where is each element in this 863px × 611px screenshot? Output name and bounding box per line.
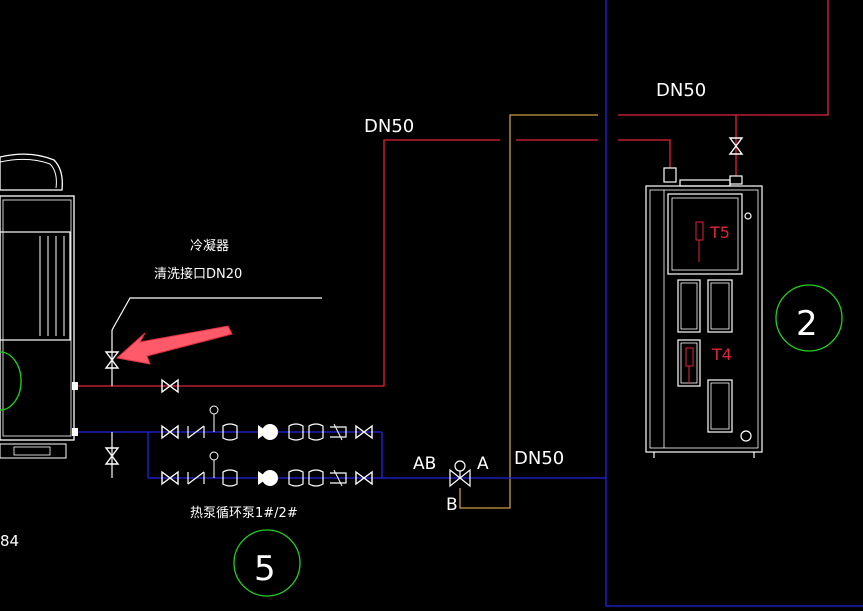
label-circle-2: 2 (796, 304, 818, 344)
three-way-valve (449, 460, 471, 488)
sensor-t5-mark (695, 221, 704, 262)
callout-circle-2 (775, 284, 843, 352)
hot-supply-pipe (78, 0, 829, 387)
label-port-a: A (477, 454, 489, 474)
water-tank (645, 167, 763, 458)
label-port-b: B (446, 495, 458, 515)
heat-pump-unit (0, 153, 78, 459)
label-sensor-t4: T4 (711, 345, 732, 364)
label-circle-5: 5 (254, 549, 276, 589)
pump-train-2 (161, 451, 373, 487)
annotation-arrow (115, 325, 233, 365)
label-edge-84: 84 (0, 532, 19, 550)
label-cleaning-port: 清洗接口DN20 (154, 266, 242, 282)
label-condenser: 冷凝器 (190, 238, 229, 254)
label-pumps: 热泵循环泵1#/2# (190, 506, 298, 521)
label-port-ab: AB (413, 454, 436, 474)
label-dn50-left: DN50 (364, 116, 414, 137)
sensor-t4-mark (685, 347, 694, 384)
label-dn50-right: DN50 (656, 80, 706, 101)
label-sensor-t5: T5 (709, 223, 730, 242)
circulation-pump-2 (258, 470, 278, 486)
bypass-pipe (459, 114, 598, 509)
label-dn50-lower: DN50 (514, 448, 564, 469)
fan-grille (0, 231, 71, 341)
callout-circle-5 (233, 529, 301, 597)
circulation-pump-1 (258, 424, 278, 440)
condenser-cleaning-connection (105, 297, 322, 393)
pump-train-1 (161, 405, 373, 441)
drain-line (105, 432, 119, 478)
cold-return-pipe (78, 0, 863, 607)
